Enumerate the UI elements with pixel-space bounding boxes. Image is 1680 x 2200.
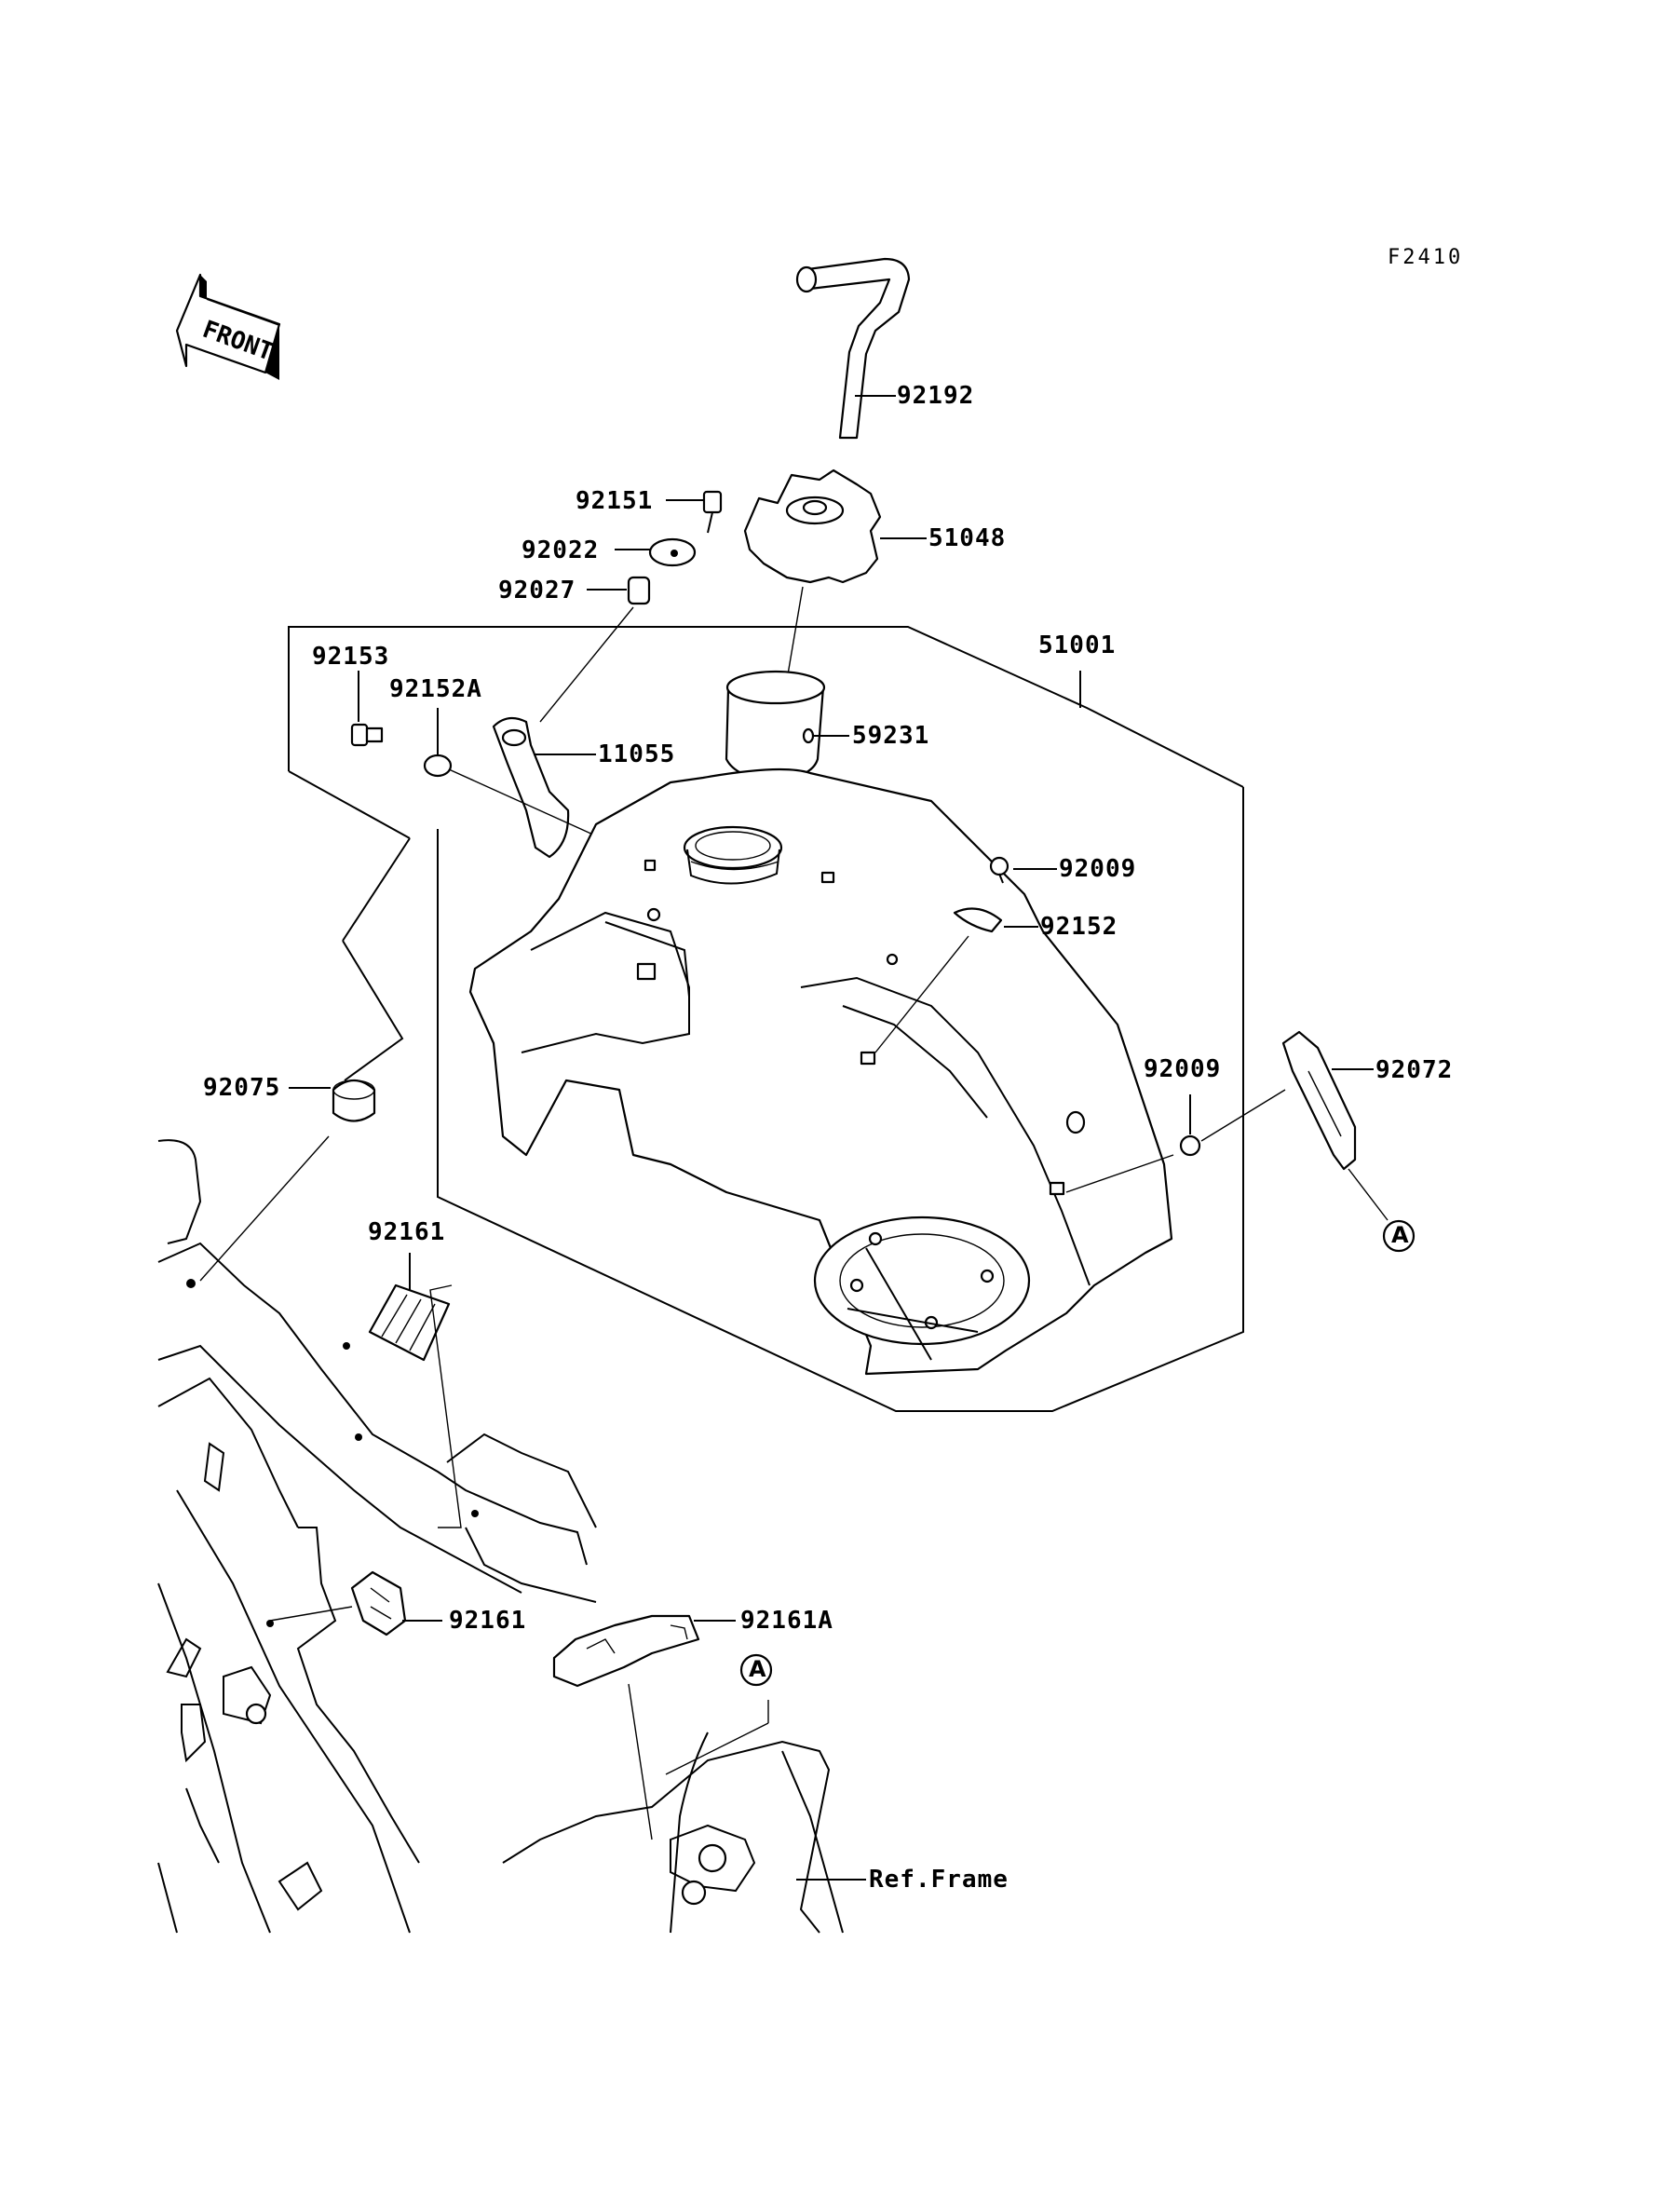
front-arrow-icon: FRONT — [175, 273, 281, 380]
part-label-59231[interactable]: 59231 — [852, 722, 930, 750]
filler-neck-part — [725, 670, 849, 782]
connection-marker-a-right-label: A — [1391, 1222, 1410, 1248]
part-label-92153[interactable]: 92153 — [312, 643, 390, 671]
ref-frame-label[interactable]: Ref.Frame — [869, 1866, 1009, 1894]
part-label-92151[interactable]: 92151 — [576, 487, 654, 515]
part-label-51001[interactable]: 51001 — [1038, 631, 1117, 659]
part-label-92192[interactable]: 92192 — [897, 382, 975, 410]
part-label-92009-lower[interactable]: 92009 — [1144, 1055, 1222, 1083]
part-label-92152a[interactable]: 92152A — [389, 675, 482, 703]
frame-reference — [157, 1139, 866, 1934]
connection-marker-a-lower — [739, 1653, 773, 1687]
bracket-part — [492, 716, 596, 859]
part-label-92161a[interactable]: 92161A — [740, 1607, 833, 1635]
connection-marker-a-lower-label: A — [749, 1656, 767, 1682]
collar-92152-part — [874, 907, 1038, 1053]
part-label-51048[interactable]: 51048 — [928, 524, 1007, 552]
part-label-92161-lower[interactable]: 92161 — [449, 1607, 527, 1635]
part-label-92009-upper[interactable]: 92009 — [1059, 855, 1137, 883]
screw-92009-lower-part — [1065, 1089, 1286, 1193]
connection-marker-a-right — [1382, 1219, 1416, 1253]
part-label-92022[interactable]: 92022 — [522, 536, 600, 564]
screw-92009-upper-part — [989, 856, 1057, 884]
bolt-92151-part — [666, 490, 723, 534]
part-label-92161-upper[interactable]: 92161 — [368, 1218, 446, 1246]
figure-code: F2410 — [1388, 246, 1464, 269]
part-label-11055[interactable]: 11055 — [598, 740, 676, 768]
damper-part — [199, 1079, 376, 1282]
fuel-cap-part — [743, 469, 927, 584]
part-label-92152[interactable]: 92152 — [1040, 913, 1118, 941]
washer-part — [615, 537, 697, 567]
collar-92152a-part — [423, 708, 644, 858]
strap-part — [1281, 1030, 1389, 1221]
part-label-92072[interactable]: 92072 — [1375, 1056, 1454, 1084]
hose-part — [795, 257, 911, 440]
collar-92027-part — [587, 576, 651, 605]
tank-group-bracket — [288, 626, 1244, 1412]
pad-92161a-part — [552, 1614, 769, 1840]
bolt-92153-part — [350, 671, 384, 747]
pad-92161-upper-part — [368, 1253, 462, 1528]
pad-92161-lower-part — [269, 1570, 442, 1636]
part-label-92027[interactable]: 92027 — [498, 577, 576, 604]
part-label-92075[interactable]: 92075 — [203, 1074, 281, 1102]
